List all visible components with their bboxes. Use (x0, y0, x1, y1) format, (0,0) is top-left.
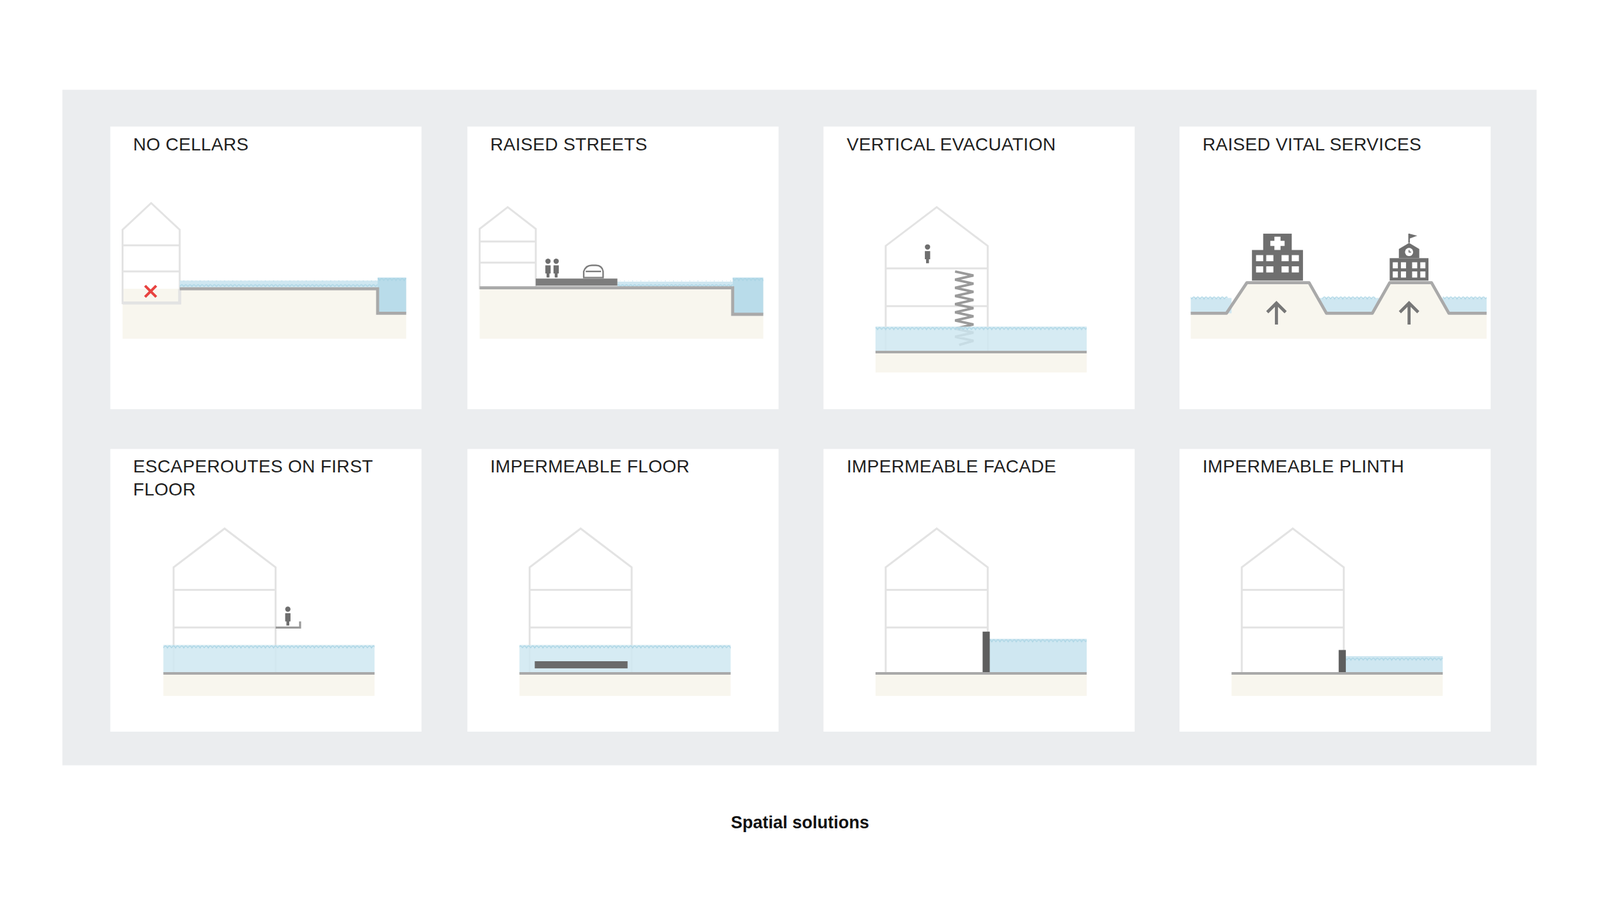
solution-card: VERTICAL EVACUATION (823, 126, 1135, 409)
solution-card: NO CELLARS (110, 126, 422, 409)
card-title: IMPERMEABLE FLOOR (490, 455, 760, 479)
card-title: IMPERMEABLE FACADE (846, 455, 1116, 479)
solution-card: IMPERMEABLE FACADE (823, 448, 1135, 731)
impermeable-facade-figure (875, 528, 1087, 696)
solution-card: IMPERMEABLE FLOOR (467, 448, 779, 731)
raised-streets-figure (479, 207, 763, 340)
vertical-evacuation-figure (875, 207, 1087, 373)
solution-card: ESCAPEROUTES ON FIRST FLOOR (110, 448, 422, 731)
solution-card: RAISED VITAL SERVICES (1179, 126, 1491, 409)
impermeable-floor-figure (519, 528, 731, 696)
figure-caption: Spatial solutions (0, 812, 1600, 833)
card-title: NO CELLARS (133, 133, 402, 157)
solution-card: RAISED STREETS (467, 126, 779, 409)
card-title: ESCAPEROUTES ON FIRST FLOOR (133, 455, 402, 502)
card-title: RAISED STREETS (490, 133, 760, 157)
card-title: VERTICAL EVACUATION (846, 133, 1116, 157)
raised-vital-services-figure (1191, 233, 1487, 339)
escape-routes-figure (163, 528, 375, 696)
card-title: IMPERMEABLE PLINTH (1202, 455, 1472, 479)
solution-card: IMPERMEABLE PLINTH (1179, 448, 1491, 731)
no-cellars-figure (122, 202, 407, 339)
card-title: RAISED VITAL SERVICES (1202, 133, 1472, 157)
impermeable-plinth-figure (1231, 528, 1443, 696)
